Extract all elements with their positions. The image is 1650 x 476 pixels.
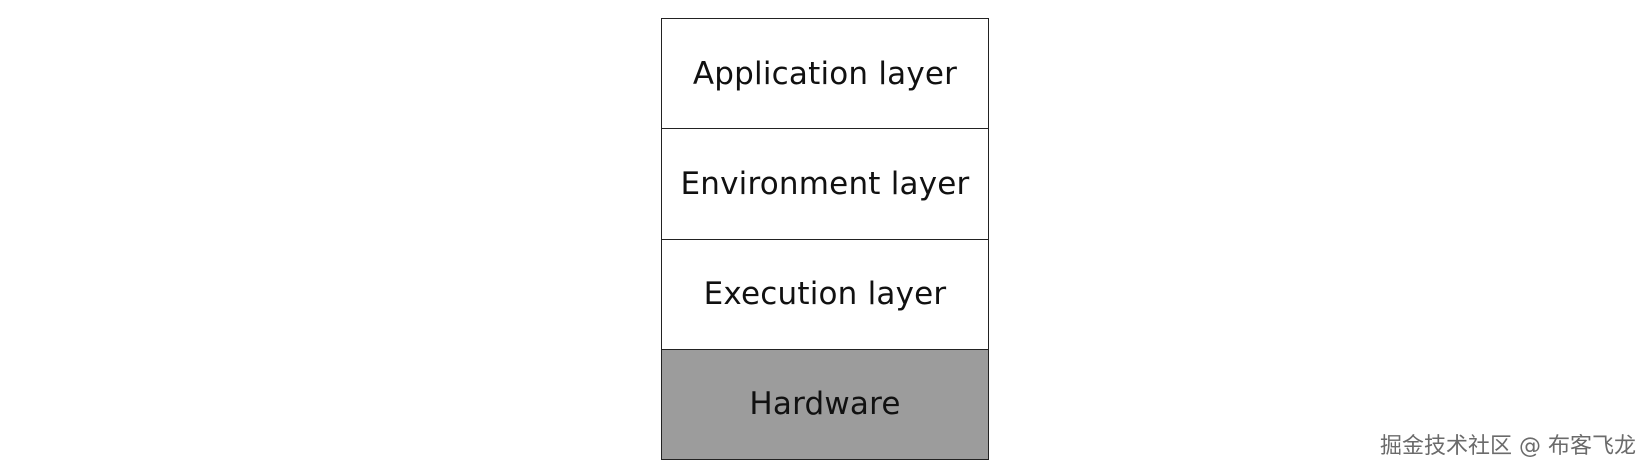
watermark: 掘金技术社区 @ 布客飞龙 <box>1380 434 1636 459</box>
layer-execution: Execution layer <box>662 239 988 350</box>
layer-label: Hardware <box>749 386 901 423</box>
layer-hardware: Hardware <box>662 349 988 459</box>
layer-label: Execution layer <box>703 276 947 313</box>
layer-stack-diagram: Application layer Environment layer Exec… <box>661 18 989 460</box>
layer-environment: Environment layer <box>662 129 988 240</box>
layer-label: Environment layer <box>680 165 970 202</box>
layer-application: Application layer <box>662 19 988 130</box>
layer-label: Application layer <box>692 55 958 92</box>
